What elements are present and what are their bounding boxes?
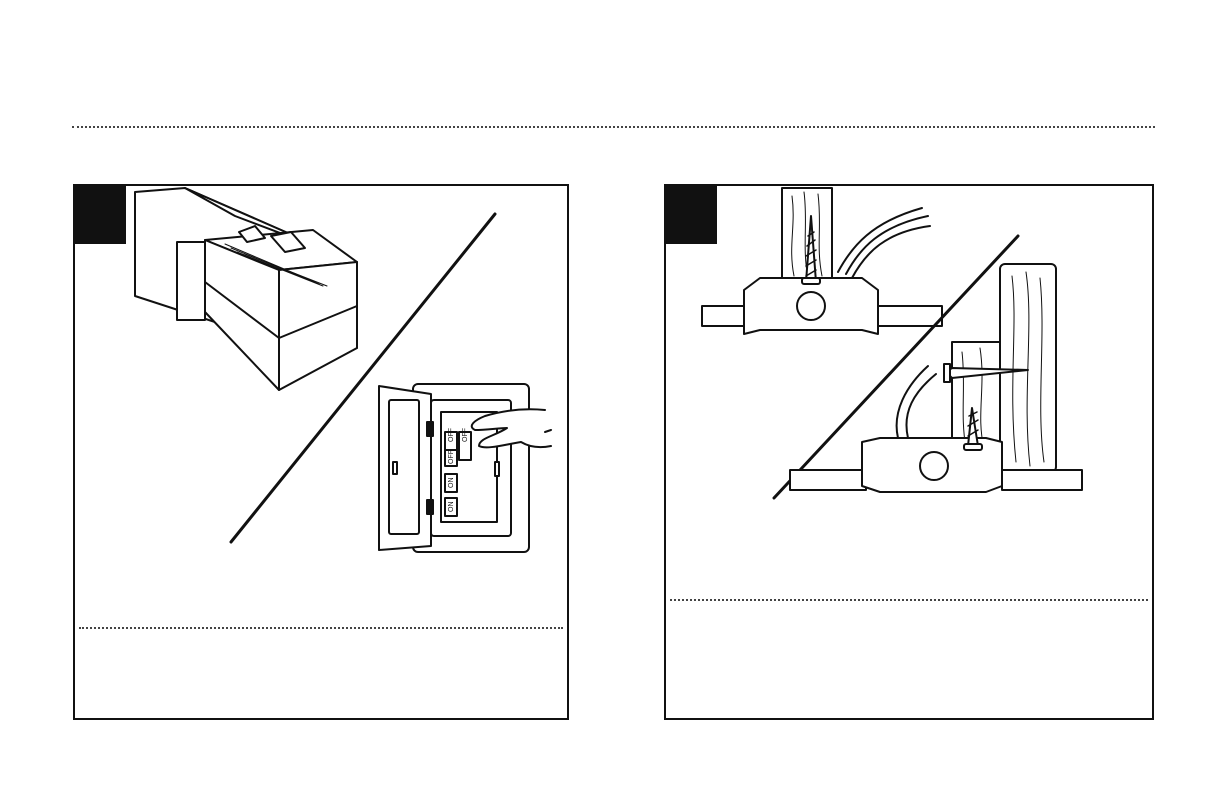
caption-divider [670,599,1148,601]
breaker-label-on: ON [448,502,455,513]
breaker-panel-drawing: OFF OFF OFF ON ON [379,384,551,552]
breaker-label-off: OFF [448,450,455,464]
breaker-label-off: OFF [448,428,455,442]
step-panel-2 [664,184,1154,720]
step-panel-1: OFF OFF OFF ON ON [73,184,569,720]
breaker-label-off: OFF [462,428,469,442]
section-divider [72,126,1155,128]
fixture-carton-drawing [135,188,357,390]
ceiling-box-drawing [702,188,942,334]
illustration-turn-off-breaker: OFF OFF OFF ON ON [75,186,567,626]
caption-divider [79,627,563,629]
breaker-label-on: ON [448,478,455,489]
illustration-mount-box [666,186,1152,596]
